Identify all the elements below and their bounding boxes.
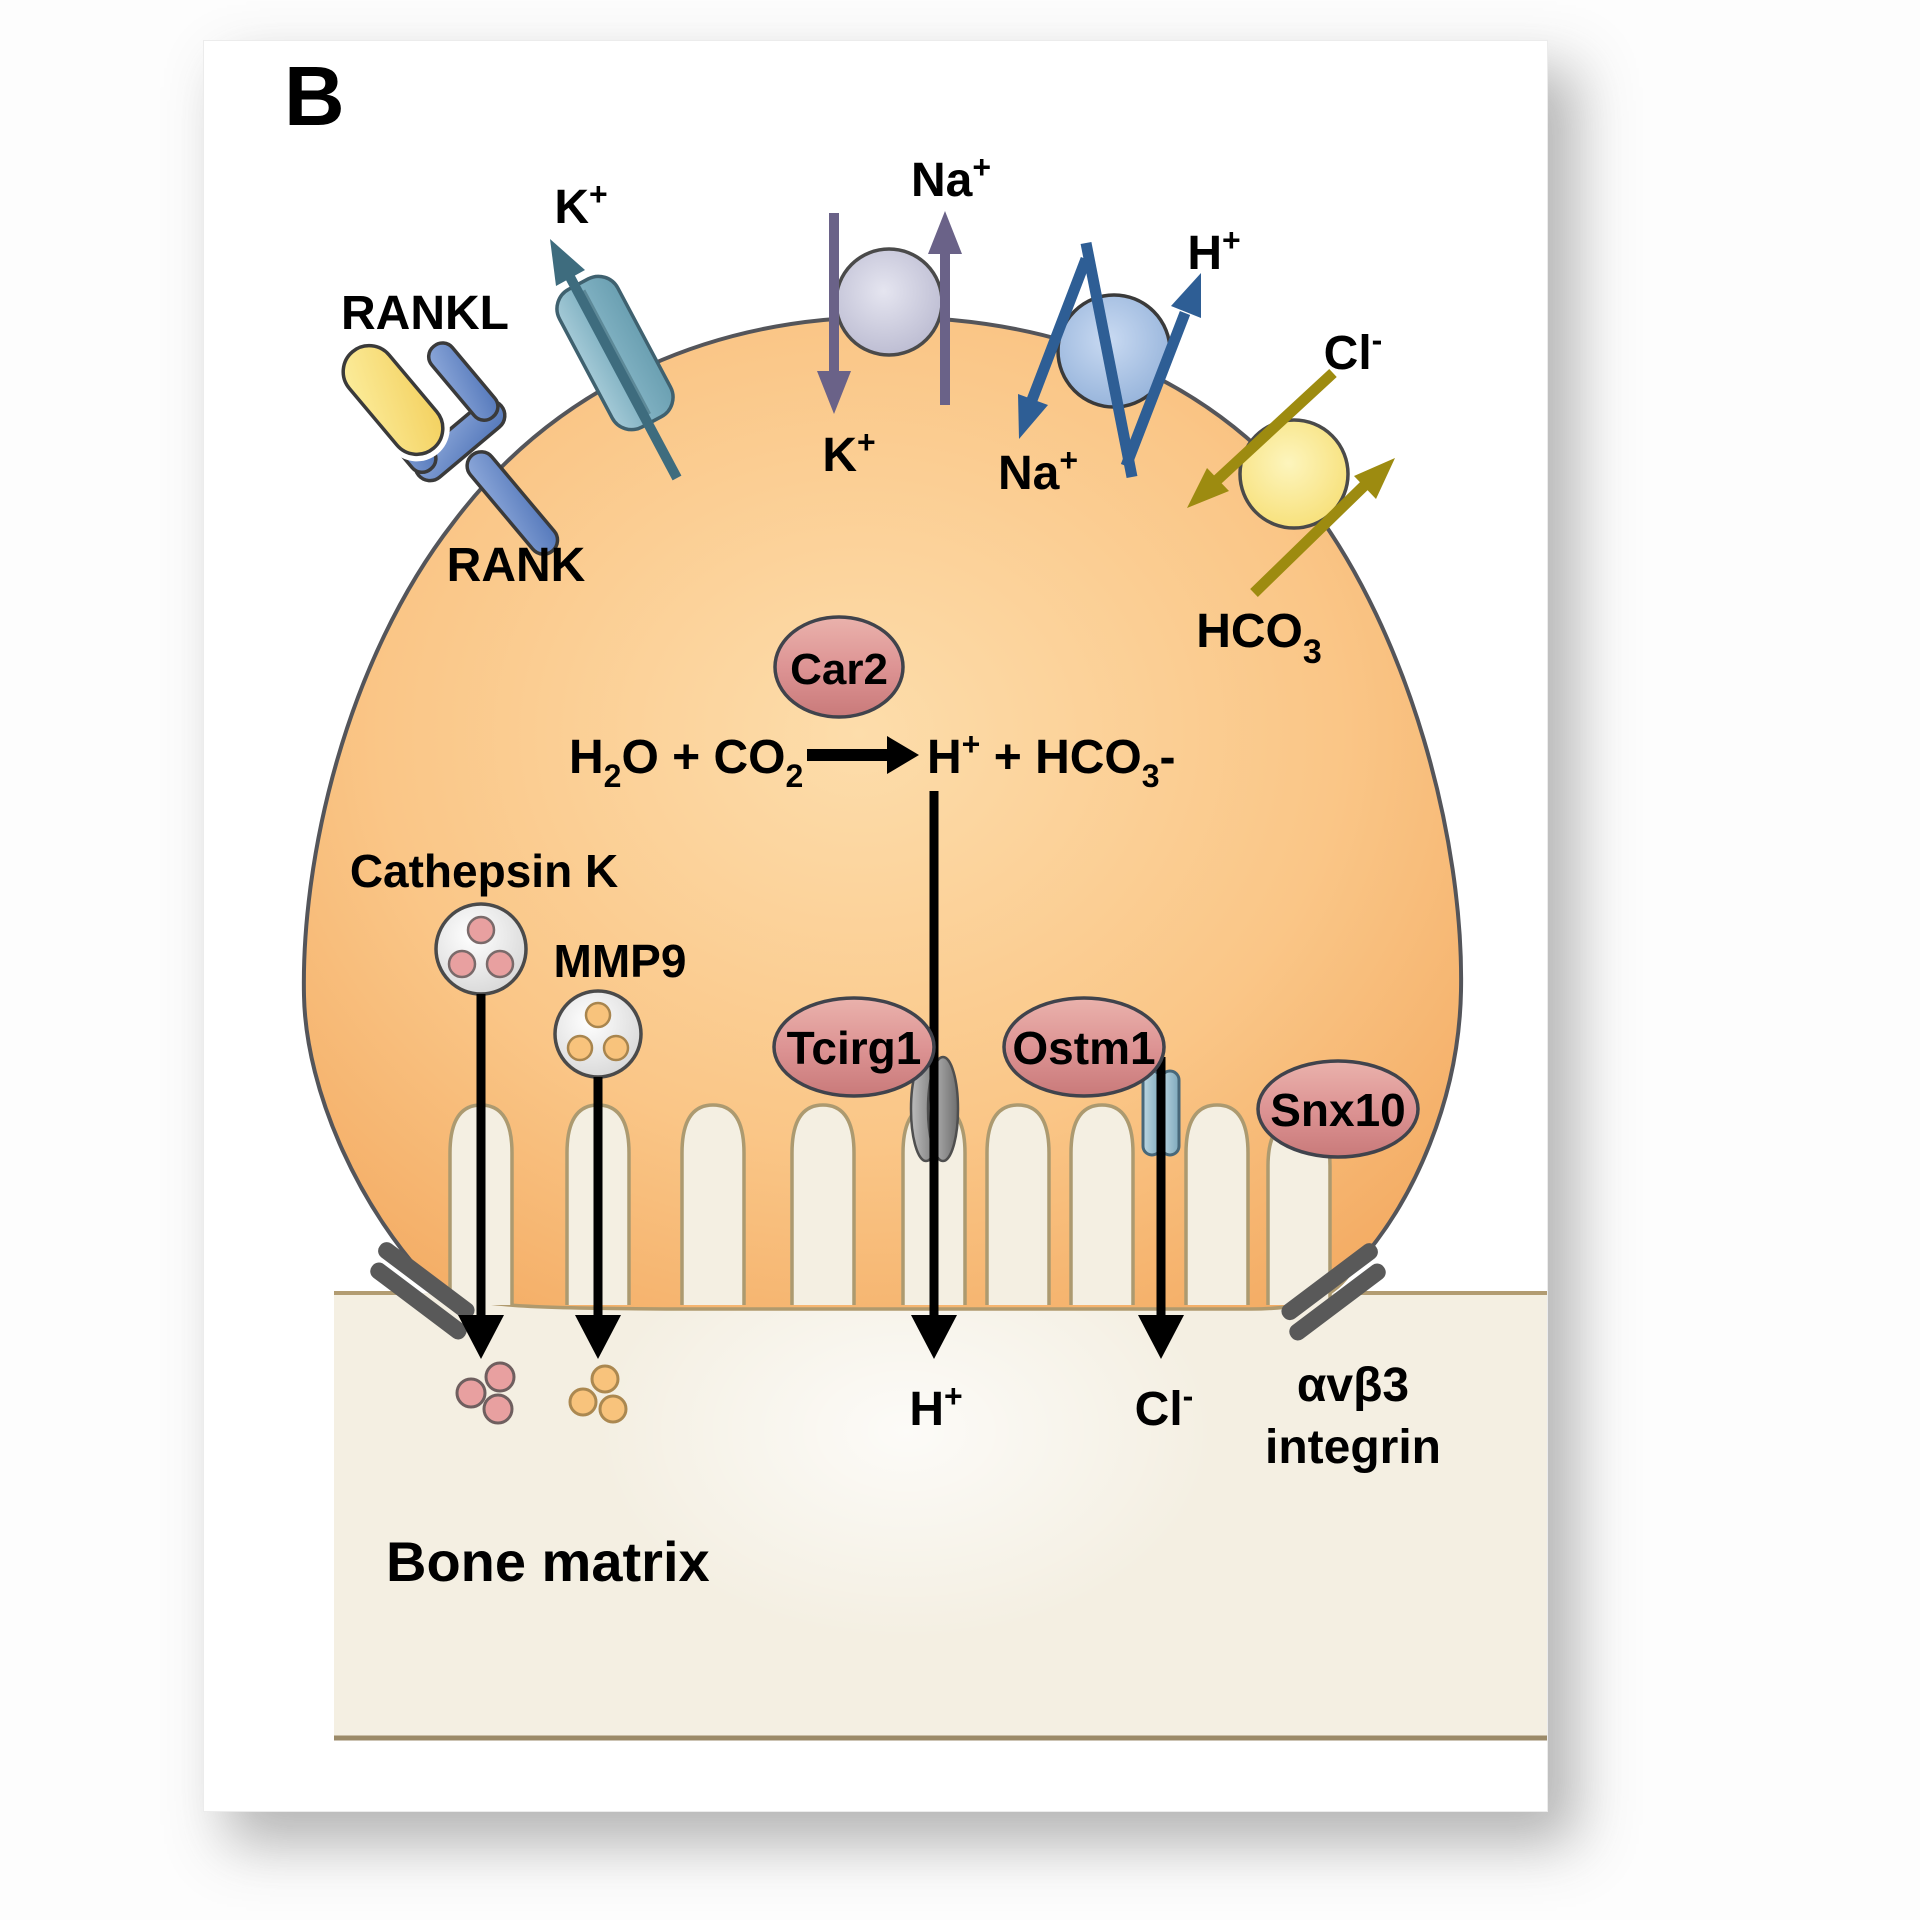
bicarbonate-efflux-arrow-shaft: [1250, 480, 1370, 597]
mmp9-label: MMP9: [554, 935, 687, 987]
car2-label: Car2: [790, 645, 888, 694]
osteoclast-diagram: Car2 H2O + CO2 H+ + HCO3-: [284, 49, 1547, 1741]
ruffled-border-finger: [985, 1103, 1051, 1305]
mmp9-secretion-arrowhead: [575, 1315, 621, 1359]
figure-panel-b: Car2 H2O + CO2 H+ + HCO3-: [203, 40, 1548, 1812]
cl-secreted-label: Cl-: [1135, 1378, 1194, 1436]
chloride-secretion-arrowhead: [1138, 1315, 1184, 1359]
proton-secretion-arrowhead: [911, 1315, 957, 1359]
integrin-right-icon: [1281, 1243, 1386, 1341]
na-out-label: Na+: [911, 149, 991, 207]
bone-glow: [596, 1221, 1216, 1641]
equation-left: H2O + CO2: [569, 731, 803, 794]
cl-top-label: Cl-: [1324, 322, 1383, 380]
equation-right: H+ + HCO3-: [927, 726, 1176, 794]
ruffled-border-finger: [680, 1103, 746, 1305]
chloride-bicarbonate-exchanger-icon: [1238, 418, 1350, 530]
mmp9-vesicle-granules: [566, 1001, 630, 1062]
rankl-ligand-icon: [336, 338, 450, 462]
tcirg1-oval: [772, 996, 936, 1098]
tcirg1-label: Tcirg1: [787, 1022, 922, 1074]
integrin-label-line2: integrin: [1265, 1421, 1441, 1474]
ruffled-border-finger: [1069, 1103, 1135, 1305]
sodium-influx-arrow-shaft: [1026, 257, 1092, 402]
equation-arrow-shaft: [807, 749, 889, 761]
k-out-label: K+: [554, 176, 607, 234]
sodium-influx-arrowhead: [1018, 394, 1048, 439]
ostm1-oval: [1002, 996, 1166, 1098]
na-in-label: Na+: [998, 442, 1078, 500]
hco3-label: HCO3: [1196, 605, 1322, 671]
cathepsin-vesicle-granules: [447, 915, 515, 979]
k-in-label: K+: [822, 424, 875, 482]
ruffled-border-finger: [1184, 1103, 1250, 1305]
car2-oval: [773, 615, 905, 719]
sodium-potassium-pump-icon: [834, 247, 944, 357]
cathepsin-k-label: Cathepsin K: [350, 845, 618, 897]
sodium-efflux-arrowhead: [928, 211, 962, 254]
exchanger-membrane-line: [1080, 241, 1138, 479]
proton-efflux-arrow-shaft: [1120, 311, 1191, 468]
integrin-label-line1: αvβ3: [1297, 1359, 1409, 1412]
chloride-influx-arrowhead: [1187, 468, 1229, 508]
bicarbonate-efflux-arrowhead: [1354, 458, 1395, 499]
snx10-oval: [1256, 1059, 1420, 1159]
potassium-influx-arrowhead: [817, 371, 851, 414]
integrin-left-icon: [370, 1242, 475, 1340]
ruffled-border-finger: [790, 1103, 856, 1305]
bone-matrix-label: Bone matrix: [386, 1530, 710, 1593]
snx10-label: Snx10: [1270, 1084, 1406, 1136]
equation-arrowhead: [887, 736, 919, 774]
potassium-efflux-arrowhead: [550, 239, 585, 286]
released-cathepsin-granules: [455, 1361, 516, 1425]
ostm1-label: Ostm1: [1012, 1022, 1155, 1074]
potassium-efflux-arrow-shaft: [565, 274, 682, 481]
cathepsin-secretion-arrowhead: [458, 1315, 504, 1359]
h-out-label: H+: [1187, 222, 1240, 280]
h-secreted-label: H+: [909, 1378, 962, 1436]
rank-label: RANK: [447, 539, 586, 592]
released-mmp9-granules: [568, 1364, 628, 1424]
chloride-influx-arrow-shaft: [1211, 368, 1337, 487]
panel-label: B: [284, 49, 345, 143]
rankl-label: RANKL: [341, 287, 509, 340]
proton-efflux-arrowhead: [1171, 273, 1201, 318]
